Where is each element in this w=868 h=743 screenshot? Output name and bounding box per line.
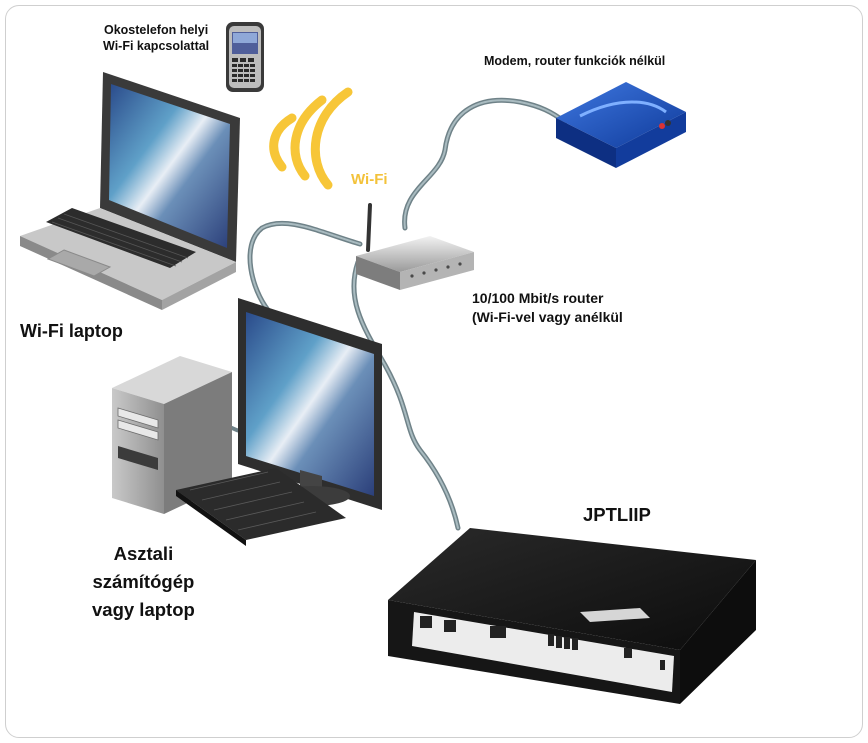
desktop-label-line2: számítógép [92, 571, 195, 592]
cable-router-device [351, 259, 461, 531]
router-label-line2: (Wi-Fi-vel vagy anélkül [472, 309, 623, 325]
wifi-signal-icon [269, 87, 353, 190]
network-cables [230, 97, 568, 531]
cable-router-modem [402, 97, 568, 231]
smartphone-label-line2: Wi-Fi kapcsolattal [103, 39, 210, 53]
laptop-icon [20, 72, 240, 310]
jptliip-device-icon [388, 528, 756, 704]
modem-icon [556, 82, 686, 168]
smartphone-icon [226, 22, 264, 92]
modem-label: Modem, router funkciók nélkül [484, 54, 666, 68]
router-icon [356, 203, 474, 290]
desktop-computer-icon [112, 298, 382, 546]
jptliip-label: JPTLIIP [583, 504, 651, 525]
desktop-label: Asztali számítógép vagy laptop [92, 540, 195, 624]
router-label-line1: 10/100 Mbit/s router [472, 290, 604, 306]
smartphone-label: Okostelefon helyi Wi-Fi kapcsolattal [103, 22, 209, 54]
router-label: 10/100 Mbit/s router (Wi-Fi-vel vagy ané… [472, 289, 623, 327]
smartphone-label-line1: Okostelefon helyi [103, 23, 209, 37]
wifi-label: Wi-Fi [351, 171, 388, 188]
cable-router-desktop [247, 220, 363, 313]
desktop-label-line3: vagy laptop [92, 599, 195, 620]
desktop-label-line1: Asztali [113, 543, 174, 564]
wifi-laptop-label: Wi-Fi laptop [20, 321, 123, 341]
